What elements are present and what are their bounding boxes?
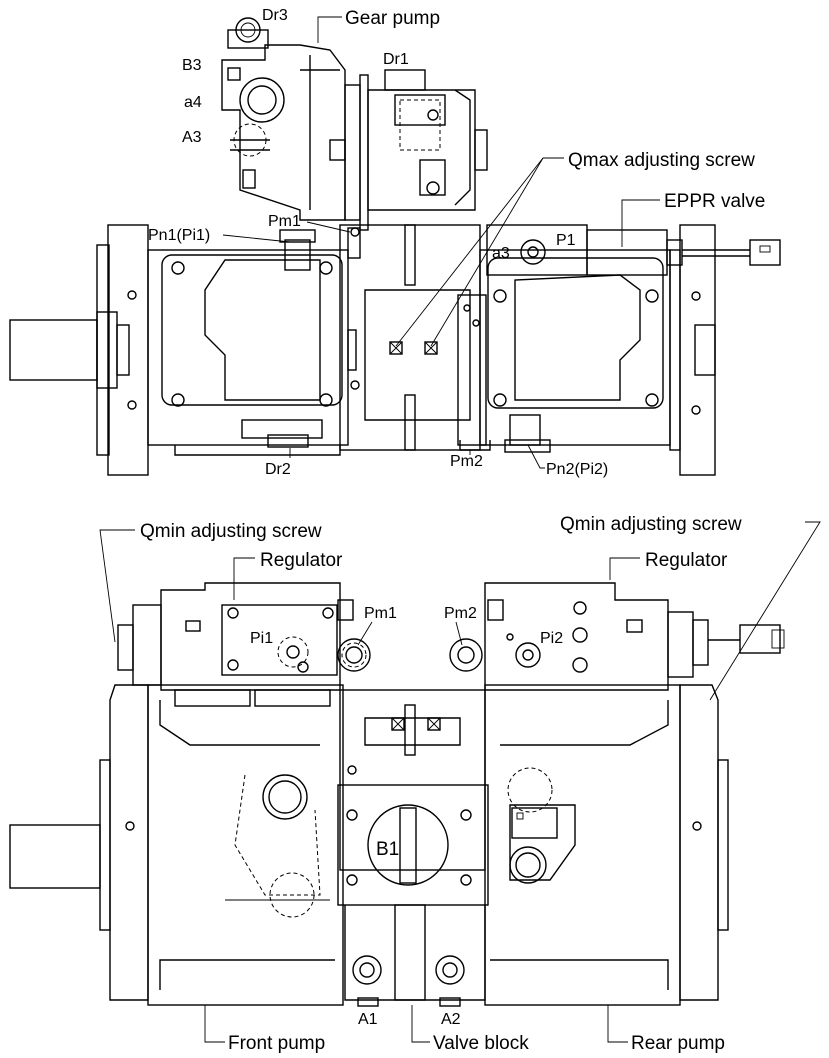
- label-dr2: Dr2: [265, 461, 291, 478]
- label-b3: B3: [182, 57, 202, 74]
- label-pn1: Pn1(Pi1): [148, 227, 210, 244]
- label-a3-top: A3: [182, 129, 202, 146]
- label-dr1: Dr1: [383, 51, 409, 68]
- top-view-labels: Dr3 Gear pump Dr1 B3 a4 A3 Qmax adjustin…: [148, 7, 765, 478]
- label-front-pump: Front pump: [228, 1033, 325, 1054]
- label-dr3: Dr3: [262, 7, 288, 24]
- label-qmax: Qmax adjusting screw: [568, 150, 755, 171]
- label-rear-pump: Rear pump: [631, 1033, 725, 1054]
- label-pm1-bottom: Pm1: [364, 605, 397, 622]
- label-valve-block: Valve block: [433, 1033, 529, 1054]
- label-a2: A2: [441, 1011, 461, 1028]
- label-pm1-top: Pm1: [268, 213, 301, 230]
- label-pm2-bottom: Pm2: [444, 605, 477, 622]
- gear-pump-body: [221, 17, 488, 231]
- label-a4: a4: [184, 94, 202, 111]
- label-qmin-right: Qmin adjusting screw: [560, 514, 742, 535]
- label-qmin-left: Qmin adjusting screw: [140, 521, 322, 542]
- top-main-housing: [9, 224, 781, 476]
- label-gear-pump: Gear pump: [345, 8, 440, 29]
- label-pm2-top: Pm2: [450, 453, 483, 470]
- bottom-view: Qmin adjusting screw Regulator Qmin adju…: [9, 514, 821, 1054]
- top-view: Dr3 Gear pump Dr1 B3 a4 A3 Qmax adjustin…: [9, 7, 781, 478]
- label-b1: B1: [376, 839, 399, 860]
- label-pi2: Pi2: [540, 630, 563, 647]
- bottom-view-labels: Qmin adjusting screw Regulator Qmin adju…: [99, 514, 821, 1054]
- label-pn2: Pn2(Pi2): [546, 461, 608, 478]
- label-a3-small: a3: [492, 245, 510, 262]
- label-eppr: EPPR valve: [664, 191, 765, 212]
- label-regulator-left: Regulator: [260, 550, 343, 571]
- label-a1: A1: [358, 1011, 378, 1028]
- label-regulator-right: Regulator: [645, 550, 728, 571]
- label-pi1: Pi1: [250, 630, 273, 647]
- label-p1: P1: [556, 232, 576, 249]
